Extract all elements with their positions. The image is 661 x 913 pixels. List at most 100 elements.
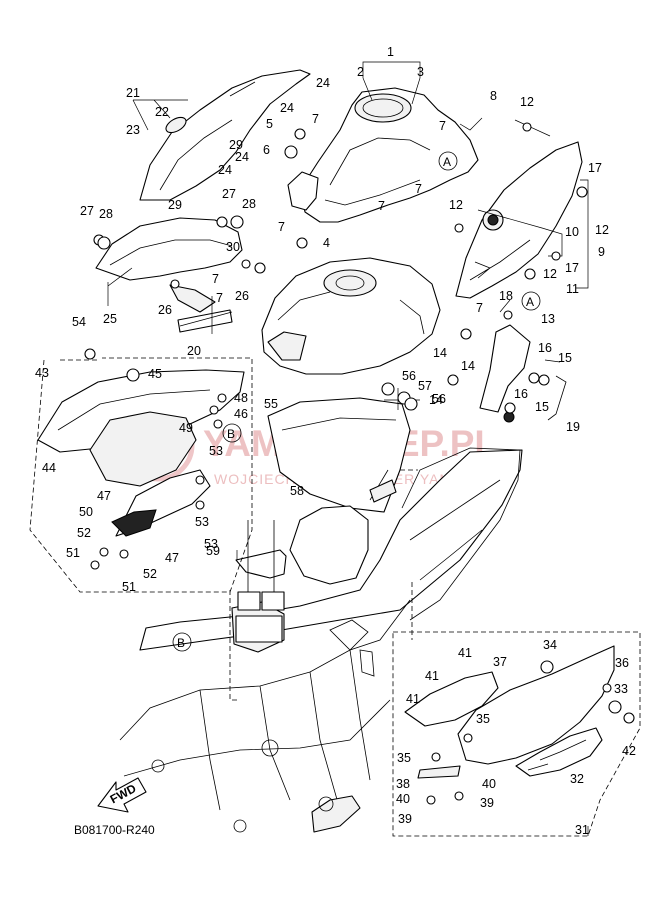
callout: 16 bbox=[538, 341, 552, 355]
callout: 7 bbox=[212, 272, 219, 286]
part-fuel-tank bbox=[261, 257, 441, 375]
callout: 28 bbox=[242, 197, 256, 211]
callout: 15 bbox=[558, 351, 572, 365]
callout: 41 bbox=[406, 692, 420, 706]
callout: 19 bbox=[566, 420, 580, 434]
callout: 30 bbox=[226, 240, 240, 254]
callout: 59 bbox=[206, 544, 220, 558]
callout: 33 bbox=[614, 682, 628, 696]
callout: 56 bbox=[402, 369, 416, 383]
ref-marker: B bbox=[177, 636, 185, 650]
callout: 6 bbox=[263, 143, 270, 157]
ref-marker: A bbox=[526, 295, 534, 309]
callout: 31 bbox=[575, 823, 589, 837]
ref-marker: B bbox=[227, 427, 235, 441]
ref-markers: A A B B bbox=[172, 151, 541, 652]
callout: 32 bbox=[570, 772, 584, 786]
callout: 17 bbox=[565, 261, 579, 275]
part-left-upper-cover bbox=[139, 69, 311, 201]
callout: 45 bbox=[148, 367, 162, 381]
fwd-arrow-icon: FWD bbox=[97, 777, 147, 813]
callout: 1 bbox=[387, 45, 394, 59]
part-bolts-59 bbox=[235, 520, 287, 643]
callout: 13 bbox=[541, 312, 555, 326]
part-strip-20 bbox=[177, 309, 233, 333]
diagram-code: B081700-R240 bbox=[74, 823, 155, 837]
callout: 36 bbox=[615, 656, 629, 670]
callout: 14 bbox=[429, 393, 443, 407]
callout: 8 bbox=[490, 89, 497, 103]
callout: 7 bbox=[278, 220, 285, 234]
callout: 14 bbox=[433, 346, 447, 360]
fasteners bbox=[84, 122, 635, 805]
callout: 24 bbox=[280, 101, 294, 115]
callout: 34 bbox=[543, 638, 557, 652]
part-right-bracket bbox=[479, 324, 567, 423]
callout: 7 bbox=[312, 112, 319, 126]
callout: 20 bbox=[187, 344, 201, 358]
callout: 35 bbox=[397, 751, 411, 765]
callout: 21 bbox=[126, 86, 140, 100]
part-tail-bracket bbox=[111, 469, 211, 537]
part-airbox-cover bbox=[267, 397, 411, 513]
callout: 12 bbox=[520, 95, 534, 109]
callout: 23 bbox=[126, 123, 140, 137]
callout: 53 bbox=[209, 444, 223, 458]
part-left-side-panel bbox=[95, 217, 243, 313]
callout: 37 bbox=[493, 655, 507, 669]
callout: 12 bbox=[449, 198, 463, 212]
callout: 44 bbox=[42, 461, 56, 475]
callout: 24 bbox=[218, 163, 232, 177]
callout: 43 bbox=[35, 366, 49, 380]
callout: 39 bbox=[480, 796, 494, 810]
callout: 42 bbox=[622, 744, 636, 758]
callout: 58 bbox=[290, 484, 304, 498]
callout: 49 bbox=[179, 421, 193, 435]
callout: 29 bbox=[168, 198, 182, 212]
ref-marker: A bbox=[443, 155, 451, 169]
callout: 40 bbox=[396, 792, 410, 806]
callout: 7 bbox=[378, 199, 385, 213]
callout: 9 bbox=[598, 245, 605, 259]
callout: 38 bbox=[396, 777, 410, 791]
callout: 28 bbox=[99, 207, 113, 221]
callout: 53 bbox=[204, 537, 218, 551]
callout: 7 bbox=[415, 182, 422, 196]
callout: 50 bbox=[79, 505, 93, 519]
callout: 27 bbox=[222, 187, 236, 201]
callout: 55 bbox=[264, 397, 278, 411]
callout: 48 bbox=[234, 391, 248, 405]
callout: 17 bbox=[588, 161, 602, 175]
part-rear-cowl bbox=[37, 369, 245, 487]
callout: 5 bbox=[266, 117, 273, 131]
callout: 25 bbox=[103, 312, 117, 326]
callout: 57 bbox=[418, 379, 432, 393]
callout: 24 bbox=[235, 150, 249, 164]
callout: 39 bbox=[398, 812, 412, 826]
callout: 53 bbox=[195, 515, 209, 529]
callout: 41 bbox=[425, 669, 439, 683]
callout: 54 bbox=[72, 315, 86, 329]
callout: 46 bbox=[234, 407, 248, 421]
callout: 47 bbox=[97, 489, 111, 503]
callout: 26 bbox=[158, 303, 172, 317]
callout: 7 bbox=[476, 301, 483, 315]
callout: 7 bbox=[439, 119, 446, 133]
callout: 15 bbox=[535, 400, 549, 414]
callout: 2 bbox=[357, 65, 364, 79]
part-tank-top-cover bbox=[287, 87, 479, 223]
part-duct bbox=[289, 505, 369, 585]
callout: 47 bbox=[165, 551, 179, 565]
callout: 4 bbox=[323, 236, 330, 250]
callout-numbers: 1 2 3 4 5 6 7 7 7 7 7 7 7 7 8 9 10 11 12… bbox=[35, 45, 636, 837]
callout: 14 bbox=[461, 359, 475, 373]
callout: 29 bbox=[229, 138, 243, 152]
callout: 7 bbox=[216, 291, 223, 305]
callout: 12 bbox=[543, 267, 557, 281]
callout: 52 bbox=[143, 567, 157, 581]
callout: 40 bbox=[482, 777, 496, 791]
callout: 10 bbox=[565, 225, 579, 239]
callout: 3 bbox=[417, 65, 424, 79]
callout: 24 bbox=[316, 76, 330, 90]
